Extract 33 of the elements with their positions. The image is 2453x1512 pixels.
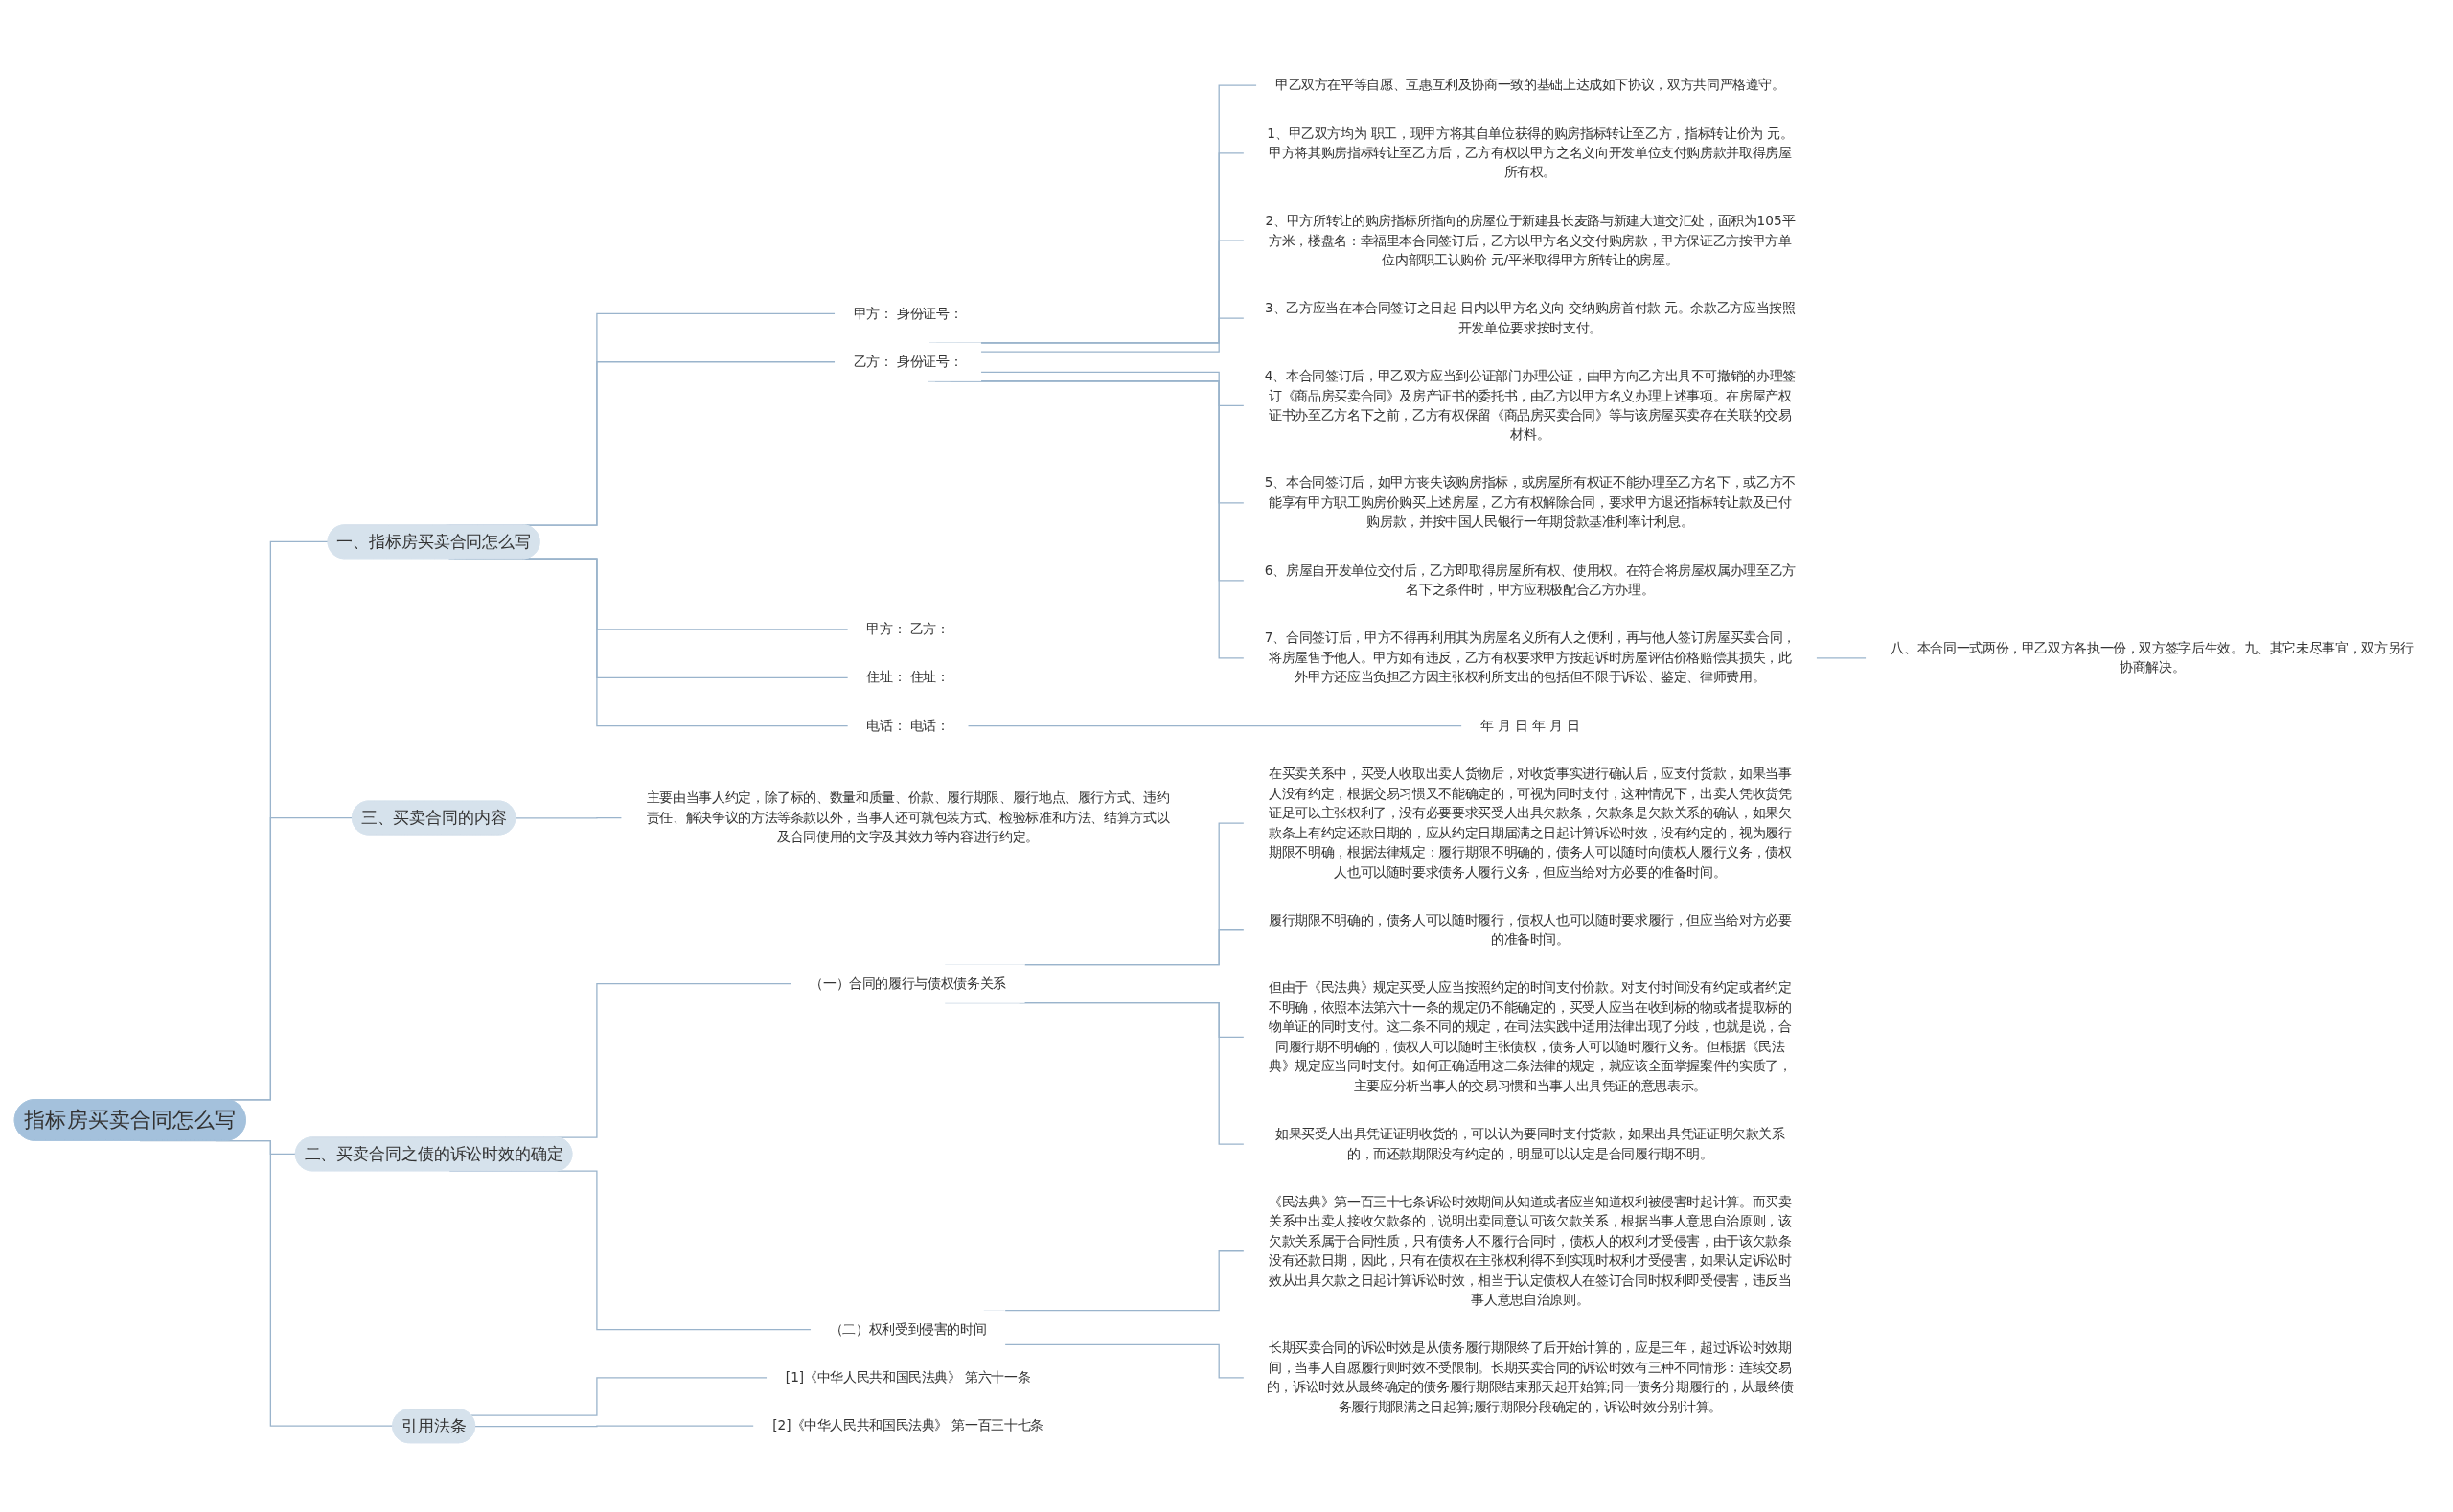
node-text: 但由于《民法典》规定买受人应当按照约定的时间支付价款。对支付时间没有约定或者约定不明确，依照本法第六十一条的规定仍不能确定的，买受人应当在收到标的物或者提取标的物单证的同时支付。这二条不同的规定，在司法实践中适用法律出现了分歧，也就是说，合同履行期不明确的，债权人可以随时主张债权，债务人可以随时履行义务。但根据《民法典》规定应当同时支付。如何正确适用这二条法律的规定，就应该全面掌握案件的实质了，主要应分析当事人的交易习惯和当事人出具凭证的意思表示。 bbox=[1269, 980, 1792, 1094]
node-text: 电话： 电话： bbox=[866, 718, 950, 734]
node-text: [1]《中华人民共和国民法典》 第六十一条 bbox=[785, 1369, 1031, 1386]
node-text: 6、房屋自开发单位交付后，乙方即取得房屋所有权、使用权。在符合将房屋权属办理至乙方名下之条件时，甲方应积极配合乙方办理。 bbox=[1264, 562, 1796, 598]
node-text: 住址： 住址： bbox=[866, 670, 950, 685]
mind-map: 指标房买卖合同怎么写 一、指标房买卖合同怎么写 甲方： 身份证号： 乙方： 身份证号： 甲乙双方在平等自愿、互惠互利及协商一致的基础上达成如下协议，双方共同严格遵守。 1、甲乙双方均为 职工，现甲方将其自单位获得的购房指标转让至乙方，指标转让价为 元。甲方将其购房指标转让至乙方后，乙方有权以甲方之名义向开发单位支付购房款并取得房屋所有权。 2、甲方所转让的购房指标所指向的房屋位于新建县长麦路与新建大道交汇处，面积为105平方米，楼盘名：幸福里本合同签订后，乙方以甲方名义交付购房款，甲方保证乙方按甲方单位内部职工认购价 元/平米取得甲方所转让的房屋。 3、乙方应当在本合同签订之日起 日内以甲方名义向 交纳购房首付款 元。余款乙方应当按照开发单位要求按时支付。 4、本合同签订后，甲乙双方应当到公证部门办理公证，由甲方向乙方出具不可撤销的办理签订《商品房买卖合同》及房产证书的委托书，由乙方以甲方名义办理上述事项。在房屋产权证书办至乙方名下之前，乙方有权保留《商品房买卖合同》等与该房屋买卖存在关联的交易材料。 5、本合同签订后，如甲方丧失该购房指标，或房屋所有权证不能办理至乙方名下，或乙方不能享有甲方职工购房价购买上述房屋，乙方有权解除合同，要求甲方退还指标转让款及已付购房款，并按中国人民银行一年期贷款基准利率计利息。 6、房屋自开发单位交付后，乙方即取得房屋所有权、使用权。在符合将房屋权属办理至乙方名下之条件时，甲方应积极配合乙方办理。 7、合同签订后，甲方不得再利用其为房屋名义所有人之便利，再与他人签订房屋买卖合同，将房屋售予他人。甲方如有违反，乙方有权要求甲方按起诉时房屋评估价格赔偿其损失，此外甲方还应当负担乙方因主张权利所支出的包括但不限于诉讼、鉴定、律师费用。 八、本合同一式两份，甲乙双方各执一份，双方签字后生效。九、其它未尽事宜，双方另行协商解决。 甲方： 乙方： 住址： 住址： 电话： 电话： 年 月 日 年 月 日 三、买卖合同的内容 主要由当事人约定，除了标的、数量和质量、价款、履行期限、履行地点、履行方式、违约责任、解决争议的方法等条款以外，当事人还可就包装方式、检验标准和方法、结算方式以及合同使用的文字及其效力等内容进行约定。 二、买卖合同之债的诉讼时效的确定 （一）合同的履行与债权债务关系 在买卖关系中，买受人收取出卖人货物后，对收货事实进行确认后，应支付货款，如果当事人没有约定，根据交易习惯又不能确定的，可视为同时支付，这种情况下，出卖人凭收货凭证足可以主张权利了，没有必要要求买受人出具欠款条，欠款条是欠款关系的确认，如果欠款条上有约定还款日期的，应从约定日期届满之日起计算诉讼时效，没有约定的，视为履行期限不明确，根据法律规定：履行期限不明确的，债务人可以随时向债权人履行义务，债权人也可以随时要求债务人履行义务，但应当给对方必要的准备时间。 履行期限不明确的，债务人可以随时履行，债权人也可以随时要求履行，但应当给对方必要的准备时间。 但由于《民法典》规定买受人应当按照约定的时间支付价款。对支付时间没有约定或者约定不明确，依照本法第六十一条的规定仍不能确定的，买受人应当在收到标的物或者提取标的物单证的同时支付。这二条不同的规定，在司法实践中适用法律出现了分歧，也就是说，合同履行期不明确的，债权人可以随时主张债权，债务人可以随时履行义务。但根据《民法典》规定应当同时支付。如何正确适用这二条法律的规定，就应该全面掌握案件的实质了，主要应分析当事人的交易习惯和当事人出具凭证的意思表示。 如果买受人出具凭证证明收货的，可以认为要同时支付货款，如果出具凭证证明欠款关系的，而还款期限没有约定的，明显可以认定是合同履行期不明。 （二）权利受到侵害的时间 《民法典》第一百三十七条诉讼时效期间从知道或者应当知道权利被侵害时起计算。而买卖关系中出卖人接收欠款条的，说明出卖同意认可该欠款关系，根据当事人意思自治原则，该欠款关系属于合同性质，只有债务人不履行合同时，债权人的权利才受侵害，由于该欠款条没有还款日期，因此，只有在债权在主张权利得不到实现时权利才受侵害，如果认定诉讼时效从出具欠款之日起计算诉讼时效，相当于认定债权人在签订合同时权利即受侵害，违反当事人意思自治原则。 长期买卖合同的诉讼时效是从债务履行期限终了后开始计算的，应是三年，超过诉讼时效期间，当事人自愿履行则时效不受限制。长期买卖合同的诉讼时效有三种不同情形：连续交易的，诉讼时效从最终确定的债务履行期限结束那天起开始算;同一债务分期履行的，从最终债务履行期限满之日起算;履行期限分段确定的，诉讼时效分别计算。 引用法条 [1]《中华人民共和国民法典》 第六十一条 [2]《中华人民共和国民法典》 第一百三十七条 bbox=[10, 61, 2443, 1451]
connector bbox=[980, 317, 1245, 354]
node-text: 如果买受人出具凭证证明收货的，可以认为要同时支付货款，如果出具凭证证明欠款关系的，而还款期限没有约定的，明显可以认定是合同履行期不明。 bbox=[1274, 1126, 1785, 1161]
node-text: 八、本合同一式两份，甲乙双方各执一份，双方签字后生效。九、其它未尽事宜，双方另行协商解决。 bbox=[1891, 640, 2414, 676]
node-text: 《民法典》第一百三十七条诉讼时效期间从知道或者应当知道权利被侵害时起计算。而买卖关系中出卖人接收欠款条的，说明出卖同意认可该欠款关系，根据当事人意思自治原则，该欠款关系属于合同性质，只有债务人不履行合同时，债权人的权利才受侵害，由于该欠款条没有还款日期，因此，只有在债权在主张权利得不到实现时权利才受侵害，如果认定诉讼时效从出具欠款之日起计算诉讼时效，相当于认定债权人在签订合同时权利即受侵害，违反当事人意思自治原则。 bbox=[1269, 1194, 1792, 1308]
node-text: 1、甲乙双方均为 职工，现甲方将其自单位获得的购房指标转让至乙方，指标转让价为 元。甲方将其购房指标转让至乙方后，乙方有权以甲方之名义向开发单位支付购房款并取得房屋所有权。 bbox=[1267, 126, 1794, 180]
node-text: 履行期限不明确的，债务人可以随时履行，债权人也可以随时要求履行，但应当给对方必要的准备时间。 bbox=[1269, 912, 1792, 948]
node-text: 3、乙方应当在本合同签订之日起 日内以甲方名义向 交纳购房首付款 元。余款乙方应当按照开发单位要求按时支付。 bbox=[1265, 300, 1796, 335]
connector bbox=[474, 1425, 755, 1428]
node-text: 4、本合同签订后，甲乙双方应当到公证部门办理公证，由甲方向乙方出具不可撤销的办理签订《商品房买卖合同》及房产证书的委托书，由乙方以甲方名义办理上述事项。在房屋产权证书办至乙方名下之前，乙方有权保留《商品房买卖合同》等与该房屋买卖存在关联的交易材料。 bbox=[1264, 368, 1796, 443]
node-text: 甲方： 乙方： bbox=[866, 622, 950, 637]
node-text: 在买卖关系中，买受人收取出卖人货物后，对收货事实进行确认后，应支付货款，如果当事人没有约定，根据交易习惯又不能确定的，可视为同时支付，这种情况下，出卖人凭收货凭证足可以主张权利了，没有必要要求买受人出具欠款条，欠款条是欠款关系的确认，如果欠款条上有约定还款日期的，应从约定日期届满之日起计算诉讼时效，没有约定的，视为履行期限不明确，根据法律规定：履行期限不明确的，债务人可以随时向债权人履行义务，债权人也可以随时要求债务人履行义务，但应当给对方必要的准备时间。 bbox=[1269, 766, 1792, 880]
node-text: 年 月 日 年 月 日 bbox=[1480, 718, 1580, 734]
connector bbox=[515, 817, 623, 819]
connector bbox=[980, 372, 1245, 407]
node-text: 2、甲方所转让的购房指标所指向的房屋位于新建县长麦路与新建大道交汇处，面积为105平方米，楼盘名：幸福里本合同签订后，乙方以甲方名义交付购房款，甲方保证乙方按甲方单位内部职工认购价 元/平米取得甲方所转让的房屋。 bbox=[1265, 213, 1796, 268]
node-text: 7、合同签订后，甲方不得再利用其为房屋名义所有人之便利，再与他人签订房屋买卖合同，将房屋售予他人。甲方如有违反，乙方有权要求甲方按起诉时房屋评估价格赔偿其损失，此外甲方还应当负担乙方因主张权利所支出的包括但不限于诉讼、鉴定、律师费用。 bbox=[1264, 630, 1796, 685]
node-text: （二）权利受到侵害的时间 bbox=[829, 1321, 987, 1338]
node-text: 甲乙双方在平等自愿、互惠互利及协商一致的基础上达成如下协议，双方共同严格遵守。 bbox=[1274, 78, 1785, 93]
connector bbox=[967, 725, 1463, 727]
node-text: 主要由当事人约定，除了标的、数量和质量、价款、履行期限、履行地点、履行方式、违约责任、解决争议的方法等条款以外，当事人还可就包装方式、检验标准和方法、结算方式以及合同使用的文字及其效力等内容进行约定。 bbox=[646, 790, 1170, 845]
connector bbox=[1004, 1343, 1245, 1379]
node-text: 甲方： 身份证号： bbox=[853, 306, 963, 322]
connector bbox=[1815, 657, 1868, 659]
node-text: [2]《中华人民共和国民法典》 第一百三十七条 bbox=[772, 1418, 1043, 1433]
node-text: 长期买卖合同的诉讼时效是从债务履行期限终了后开始计算的，应是三年，超过诉讼时效期间，当事人自愿履行则时效不受限制。长期买卖合同的诉讼时效有三种不同情形：连续交易的，诉讼时效从最终确定的债务履行期限结束那天起开始算;同一债务分期履行的，从最终债务履行期限满之日起算;履行期限分段确定的，诉讼时效分别计算。 bbox=[1266, 1340, 1794, 1415]
node-text: 5、本合同签订后，如甲方丧失该购房指标，或房屋所有权证不能办理至乙方名下，或乙方不能享有甲方职工购房价购买上述房屋，乙方有权解除合同，要求甲方退还指标转让款及已付购房款，并按中国人民银行一年期贷款基准利率计利息。 bbox=[1264, 475, 1796, 530]
connector bbox=[470, 1377, 768, 1417]
